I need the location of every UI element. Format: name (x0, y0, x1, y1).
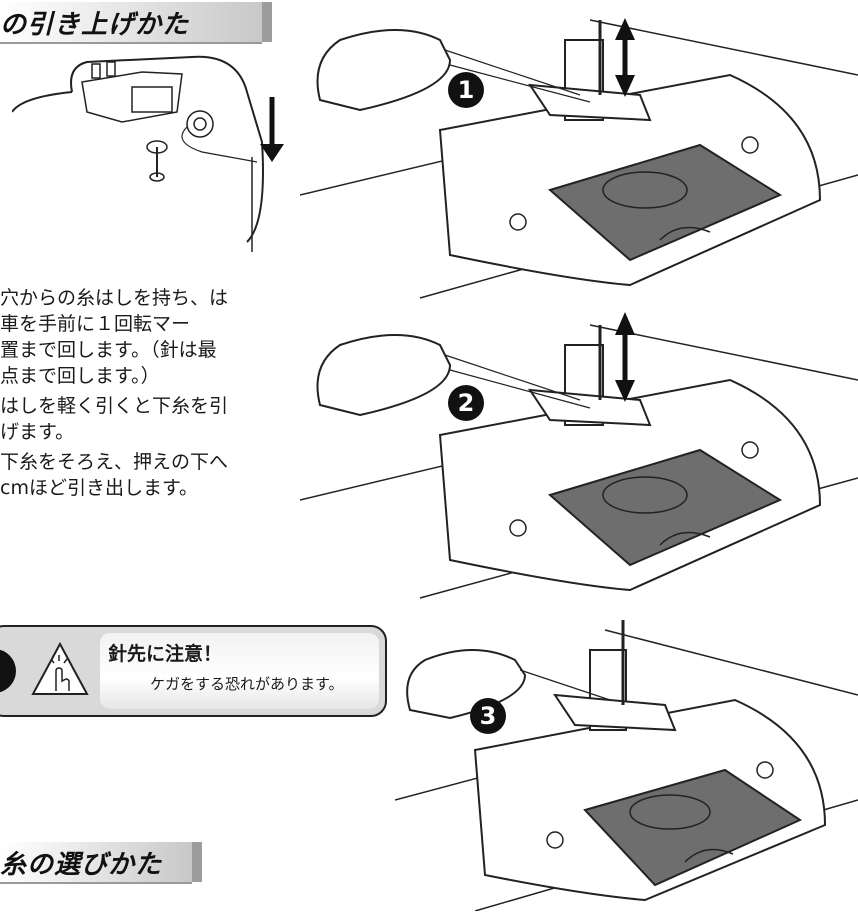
instruction-line: 点まで回します。） (0, 365, 160, 387)
instruction-line: げます。 (0, 421, 75, 443)
instruction-line: 下糸をそろえ、押えの下へ (0, 451, 229, 473)
instruction-line: 置まで回します。（針は最 (0, 339, 217, 361)
instruction-line: 穴からの糸はしを持ち、は (0, 287, 229, 309)
presser-foot-illustration (394, 620, 858, 912)
caution-box: 針先に注意！ ケガをする恐れがあります。 (0, 625, 387, 717)
bobbin-winder-illustration (12, 55, 284, 252)
instruction-line: はしを軽く引くと下糸を引 (0, 395, 229, 417)
step-illustration-3: 3 (394, 600, 858, 912)
caution-marker (0, 649, 16, 693)
presser-foot-illustration (299, 312, 858, 599)
section-banner-top: の引き上げかた (0, 2, 272, 44)
caution-title: 針先に注意！ (108, 643, 223, 665)
section-title: 糸の選びかた (0, 849, 163, 880)
presser-foot-illustration (299, 18, 858, 299)
instruction-line: cmほど引き出します。 (0, 477, 199, 499)
instruction-text: 穴からの糸はしを持ち、は 車を手前に１回転マー 置まで回します。（針は最 点まで… (0, 285, 300, 501)
finger-hazard-icon (31, 641, 89, 695)
step-illustration-2: 2 (299, 300, 858, 600)
section-banner-bottom: 糸の選びかた (0, 842, 202, 884)
step-number: 2 (448, 385, 484, 421)
caution-message: ケガをする恐れがあります。 (150, 675, 344, 693)
section-title: の引き上げかた (0, 9, 190, 40)
step-number: 1 (448, 72, 484, 108)
step-illustration-1: 1 (299, 0, 858, 300)
step-number: 3 (470, 698, 506, 734)
instruction-line: 車を手前に１回転マー (0, 313, 191, 335)
